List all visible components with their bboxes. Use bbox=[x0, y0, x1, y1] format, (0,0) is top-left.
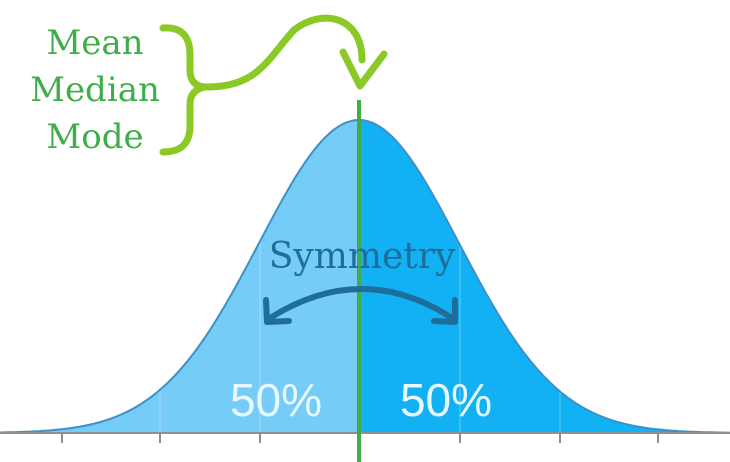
curly-brace bbox=[159, 24, 209, 156]
symmetry-label: Symmetry bbox=[269, 236, 456, 277]
mean-label: Mean bbox=[46, 23, 143, 63]
green-curved-arrow bbox=[201, 14, 366, 91]
arrowhead-left-icon bbox=[263, 297, 292, 325]
right-half-area bbox=[359, 120, 730, 433]
right-percent-label: 50% bbox=[400, 374, 492, 426]
left-half-area bbox=[0, 120, 359, 433]
left-percent-label: 50% bbox=[230, 374, 322, 426]
mode-label: Mode bbox=[46, 117, 143, 157]
arrowhead-right-icon bbox=[431, 297, 458, 325]
grid-lines bbox=[159, 120, 561, 433]
axis-ticks bbox=[61, 433, 659, 443]
symmetry-double-arrow bbox=[267, 286, 455, 321]
bell-curve-outline bbox=[0, 119, 730, 434]
green-arrowhead-icon bbox=[339, 48, 388, 90]
median-label: Median bbox=[30, 70, 160, 110]
